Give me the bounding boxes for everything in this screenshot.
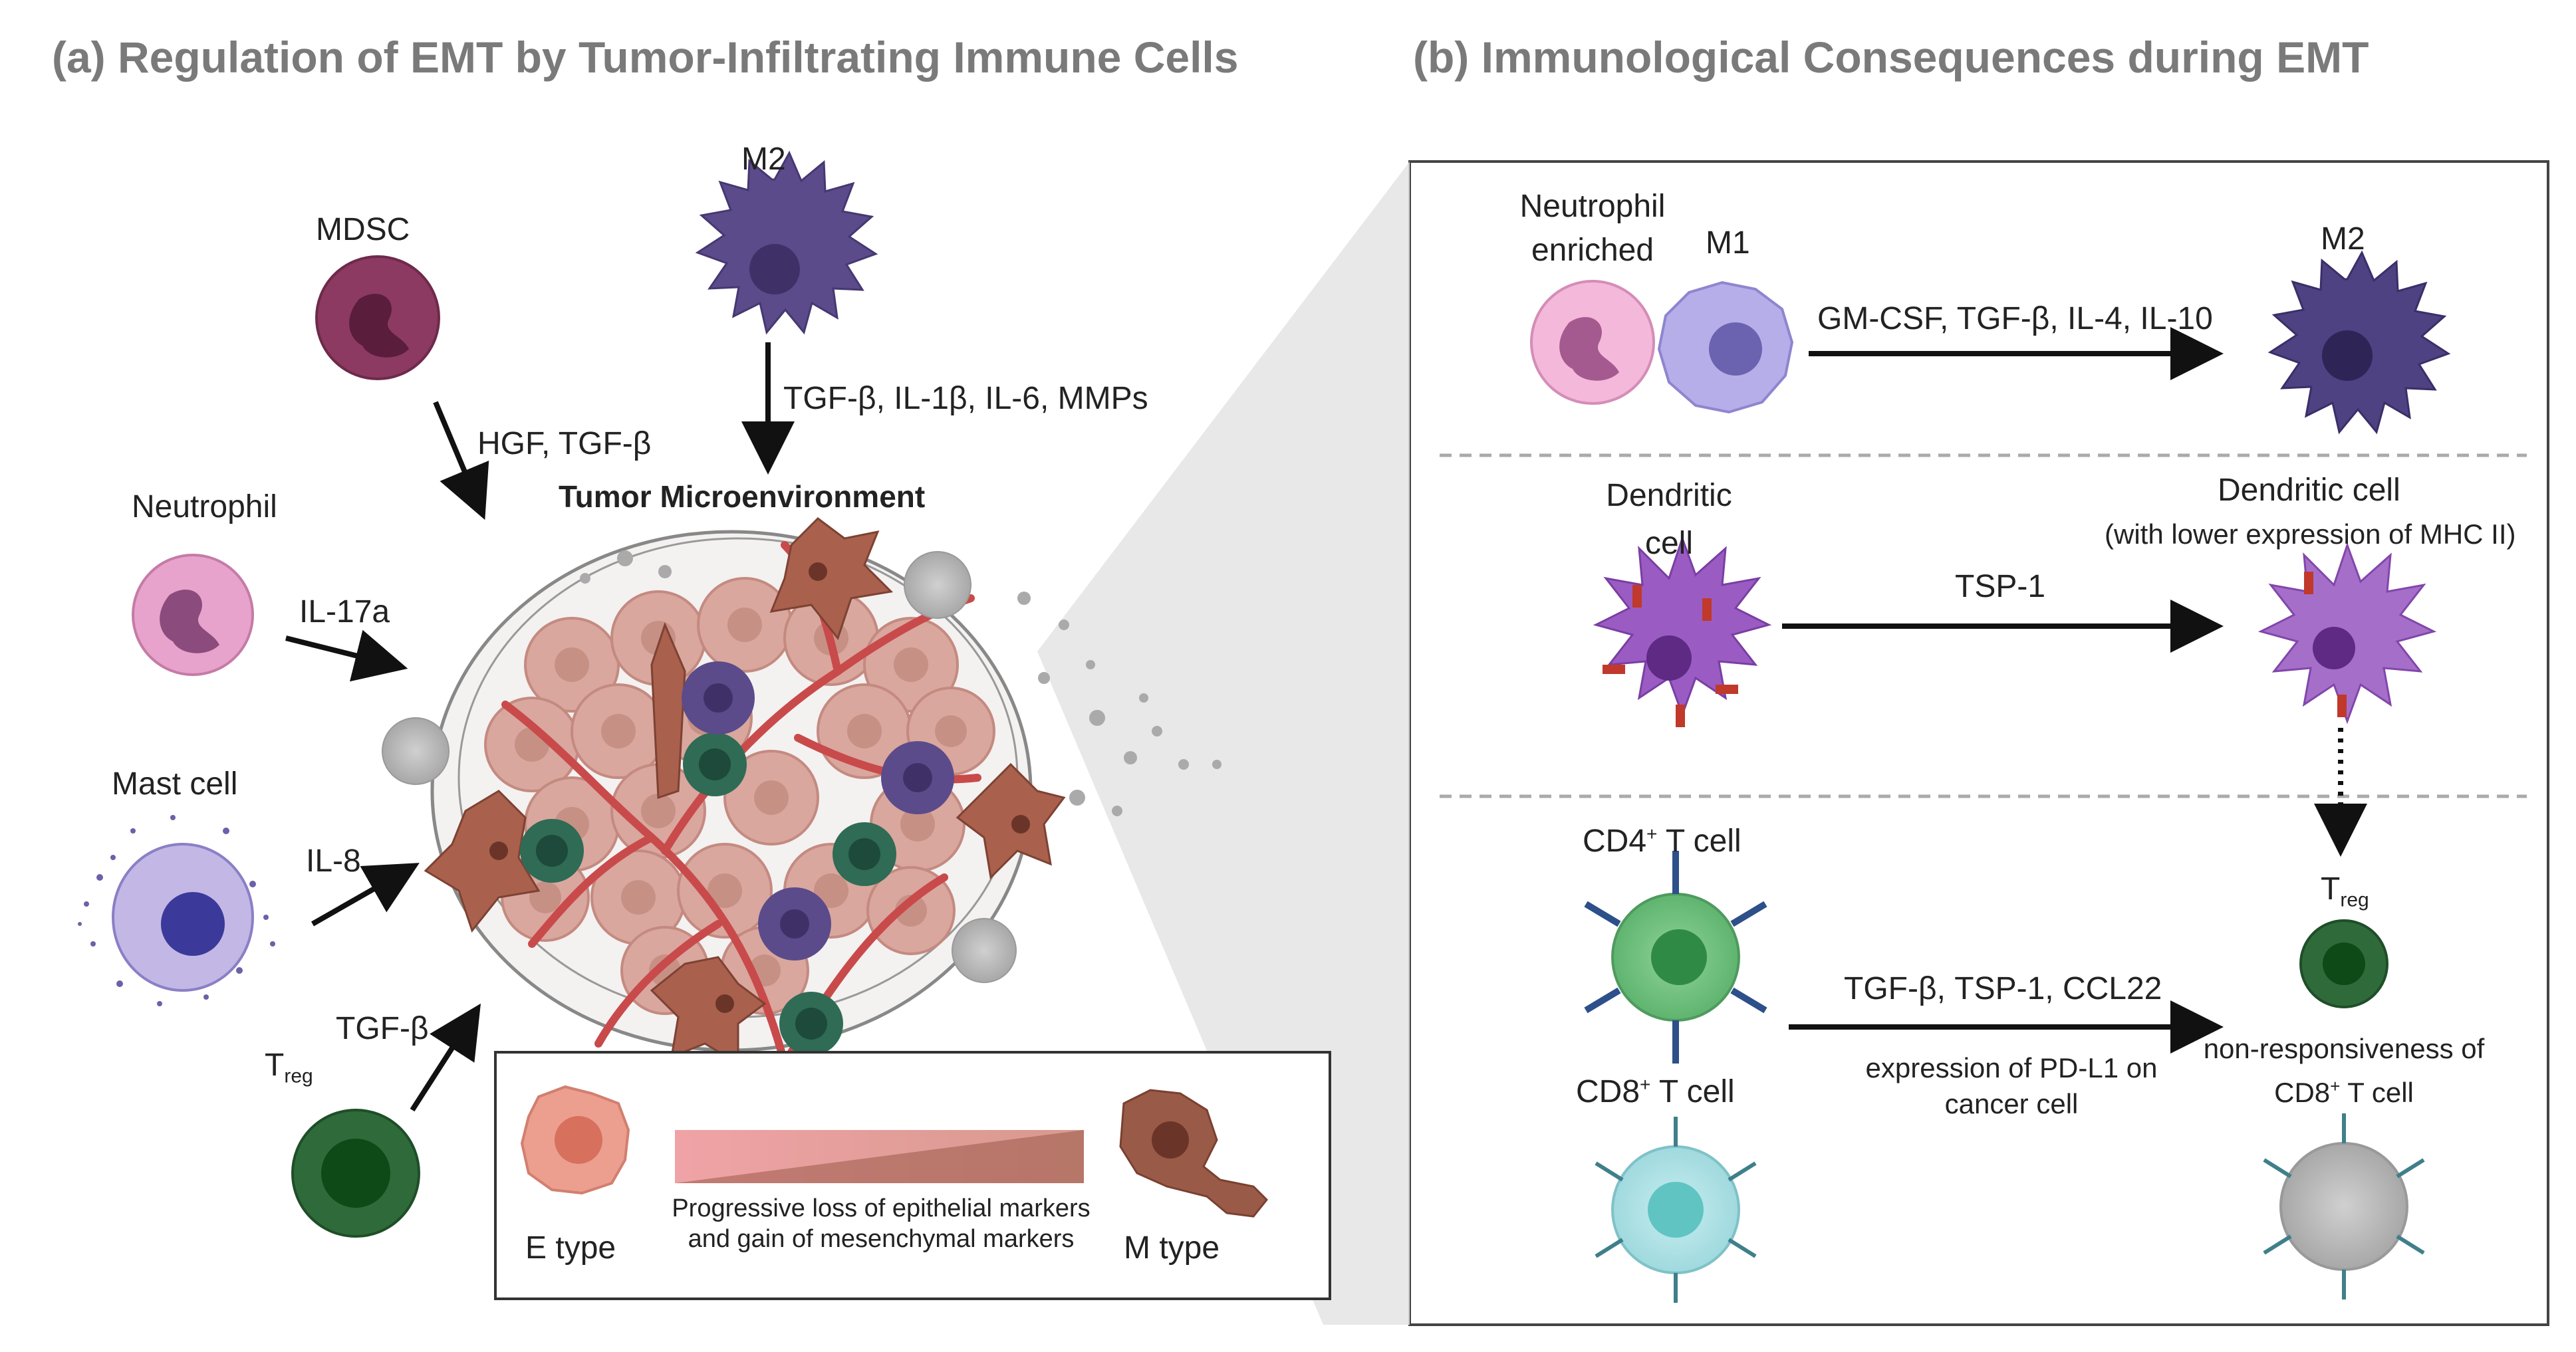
cd8-t-cell bbox=[1595, 1117, 1757, 1303]
dendritic-cell-right-label: Dendritic cell bbox=[2218, 473, 2400, 508]
treg-right-cell bbox=[2299, 919, 2388, 1008]
m1-label: M1 bbox=[1706, 225, 1750, 261]
cd8-t-cell-label: CD8+ T cell bbox=[1576, 1074, 1735, 1109]
mdsc-arrow bbox=[433, 401, 489, 520]
neutrophil-enriched-cell bbox=[1530, 280, 1655, 405]
pd-l1-caption: expression of PD-L1 on cancer cell bbox=[1865, 1052, 2158, 1119]
dendritic-cell-right bbox=[2257, 542, 2437, 725]
treg-arrow bbox=[410, 1003, 481, 1112]
treg-signal-label: TGF-β bbox=[336, 1011, 429, 1046]
m2-signal-label: TGF-β, IL-1β, IL-6, MMPs bbox=[783, 381, 1148, 416]
mdsc-label: MDSC bbox=[316, 212, 410, 247]
row3-signal-label: TGF-β, TSP-1, CCL22 bbox=[1844, 971, 2162, 1006]
neutrophil-enriched-label: Neutrophil enriched bbox=[1519, 189, 1666, 268]
neutrophil-arrow bbox=[285, 629, 408, 682]
dendritic-cell-label: Dendritic cell bbox=[1606, 478, 1732, 561]
neutrophil-cell bbox=[132, 554, 254, 676]
panel-b-title: (b) Immunological Consequences during EM… bbox=[1413, 33, 2369, 82]
emt-gradient-caption: Progressive loss of epithelial markers a… bbox=[672, 1194, 1091, 1253]
m-type-cell bbox=[1119, 1089, 1269, 1218]
row1-signal-label: GM-CSF, TGF-β, IL-4, IL-10 bbox=[1817, 301, 2213, 336]
mdsc-cell bbox=[315, 255, 440, 380]
zoom-wedge bbox=[1037, 162, 1410, 1325]
e-type-cell bbox=[520, 1085, 630, 1195]
m1-macrophage-cell bbox=[1657, 281, 1794, 414]
non-responsiveness-caption: non-responsiveness of CD8+ T cell bbox=[2203, 1033, 2485, 1108]
mast-cell-label: Mast cell bbox=[112, 766, 238, 802]
row2-signal-label: TSP-1 bbox=[1955, 569, 2046, 604]
treg-cell bbox=[291, 1109, 420, 1238]
neutrophil-signal-label: IL-17a bbox=[299, 594, 390, 629]
cd4-t-cell-label: CD4+ T cell bbox=[1583, 824, 1741, 859]
tumor-microenvironment bbox=[382, 517, 1222, 1068]
mast-cell-signal-label: IL-8 bbox=[306, 844, 361, 879]
mdsc-signal-label: HGF, TGF-β bbox=[477, 426, 652, 461]
m2-label: M2 bbox=[741, 142, 786, 177]
m-type-label: M type bbox=[1124, 1230, 1220, 1266]
tumor-microenvironment-label: Tumor Microenvironment bbox=[559, 479, 926, 514]
cd4-t-cell bbox=[1584, 851, 1767, 1064]
m2-macrophage-cell bbox=[695, 150, 878, 335]
treg-right-label: Treg bbox=[2321, 871, 2369, 911]
neutrophil-label: Neutrophil bbox=[132, 489, 277, 524]
e-type-label: E type bbox=[525, 1230, 616, 1266]
treg-label: Treg bbox=[265, 1048, 313, 1087]
m2-macrophage-right-cell bbox=[2267, 250, 2451, 435]
mast-cell bbox=[78, 815, 275, 1006]
dendritic-cell-right-sublabel: (with lower expression of MHC II) bbox=[2105, 518, 2516, 550]
dendritic-cell-left bbox=[1593, 535, 1772, 727]
m2-right-label: M2 bbox=[2321, 221, 2365, 257]
non-responsive-cd8-t-cell bbox=[2263, 1113, 2425, 1299]
mast-cell-arrow bbox=[311, 863, 420, 927]
panel-a-title: (a) Regulation of EMT by Tumor-Infiltrat… bbox=[52, 33, 1239, 82]
